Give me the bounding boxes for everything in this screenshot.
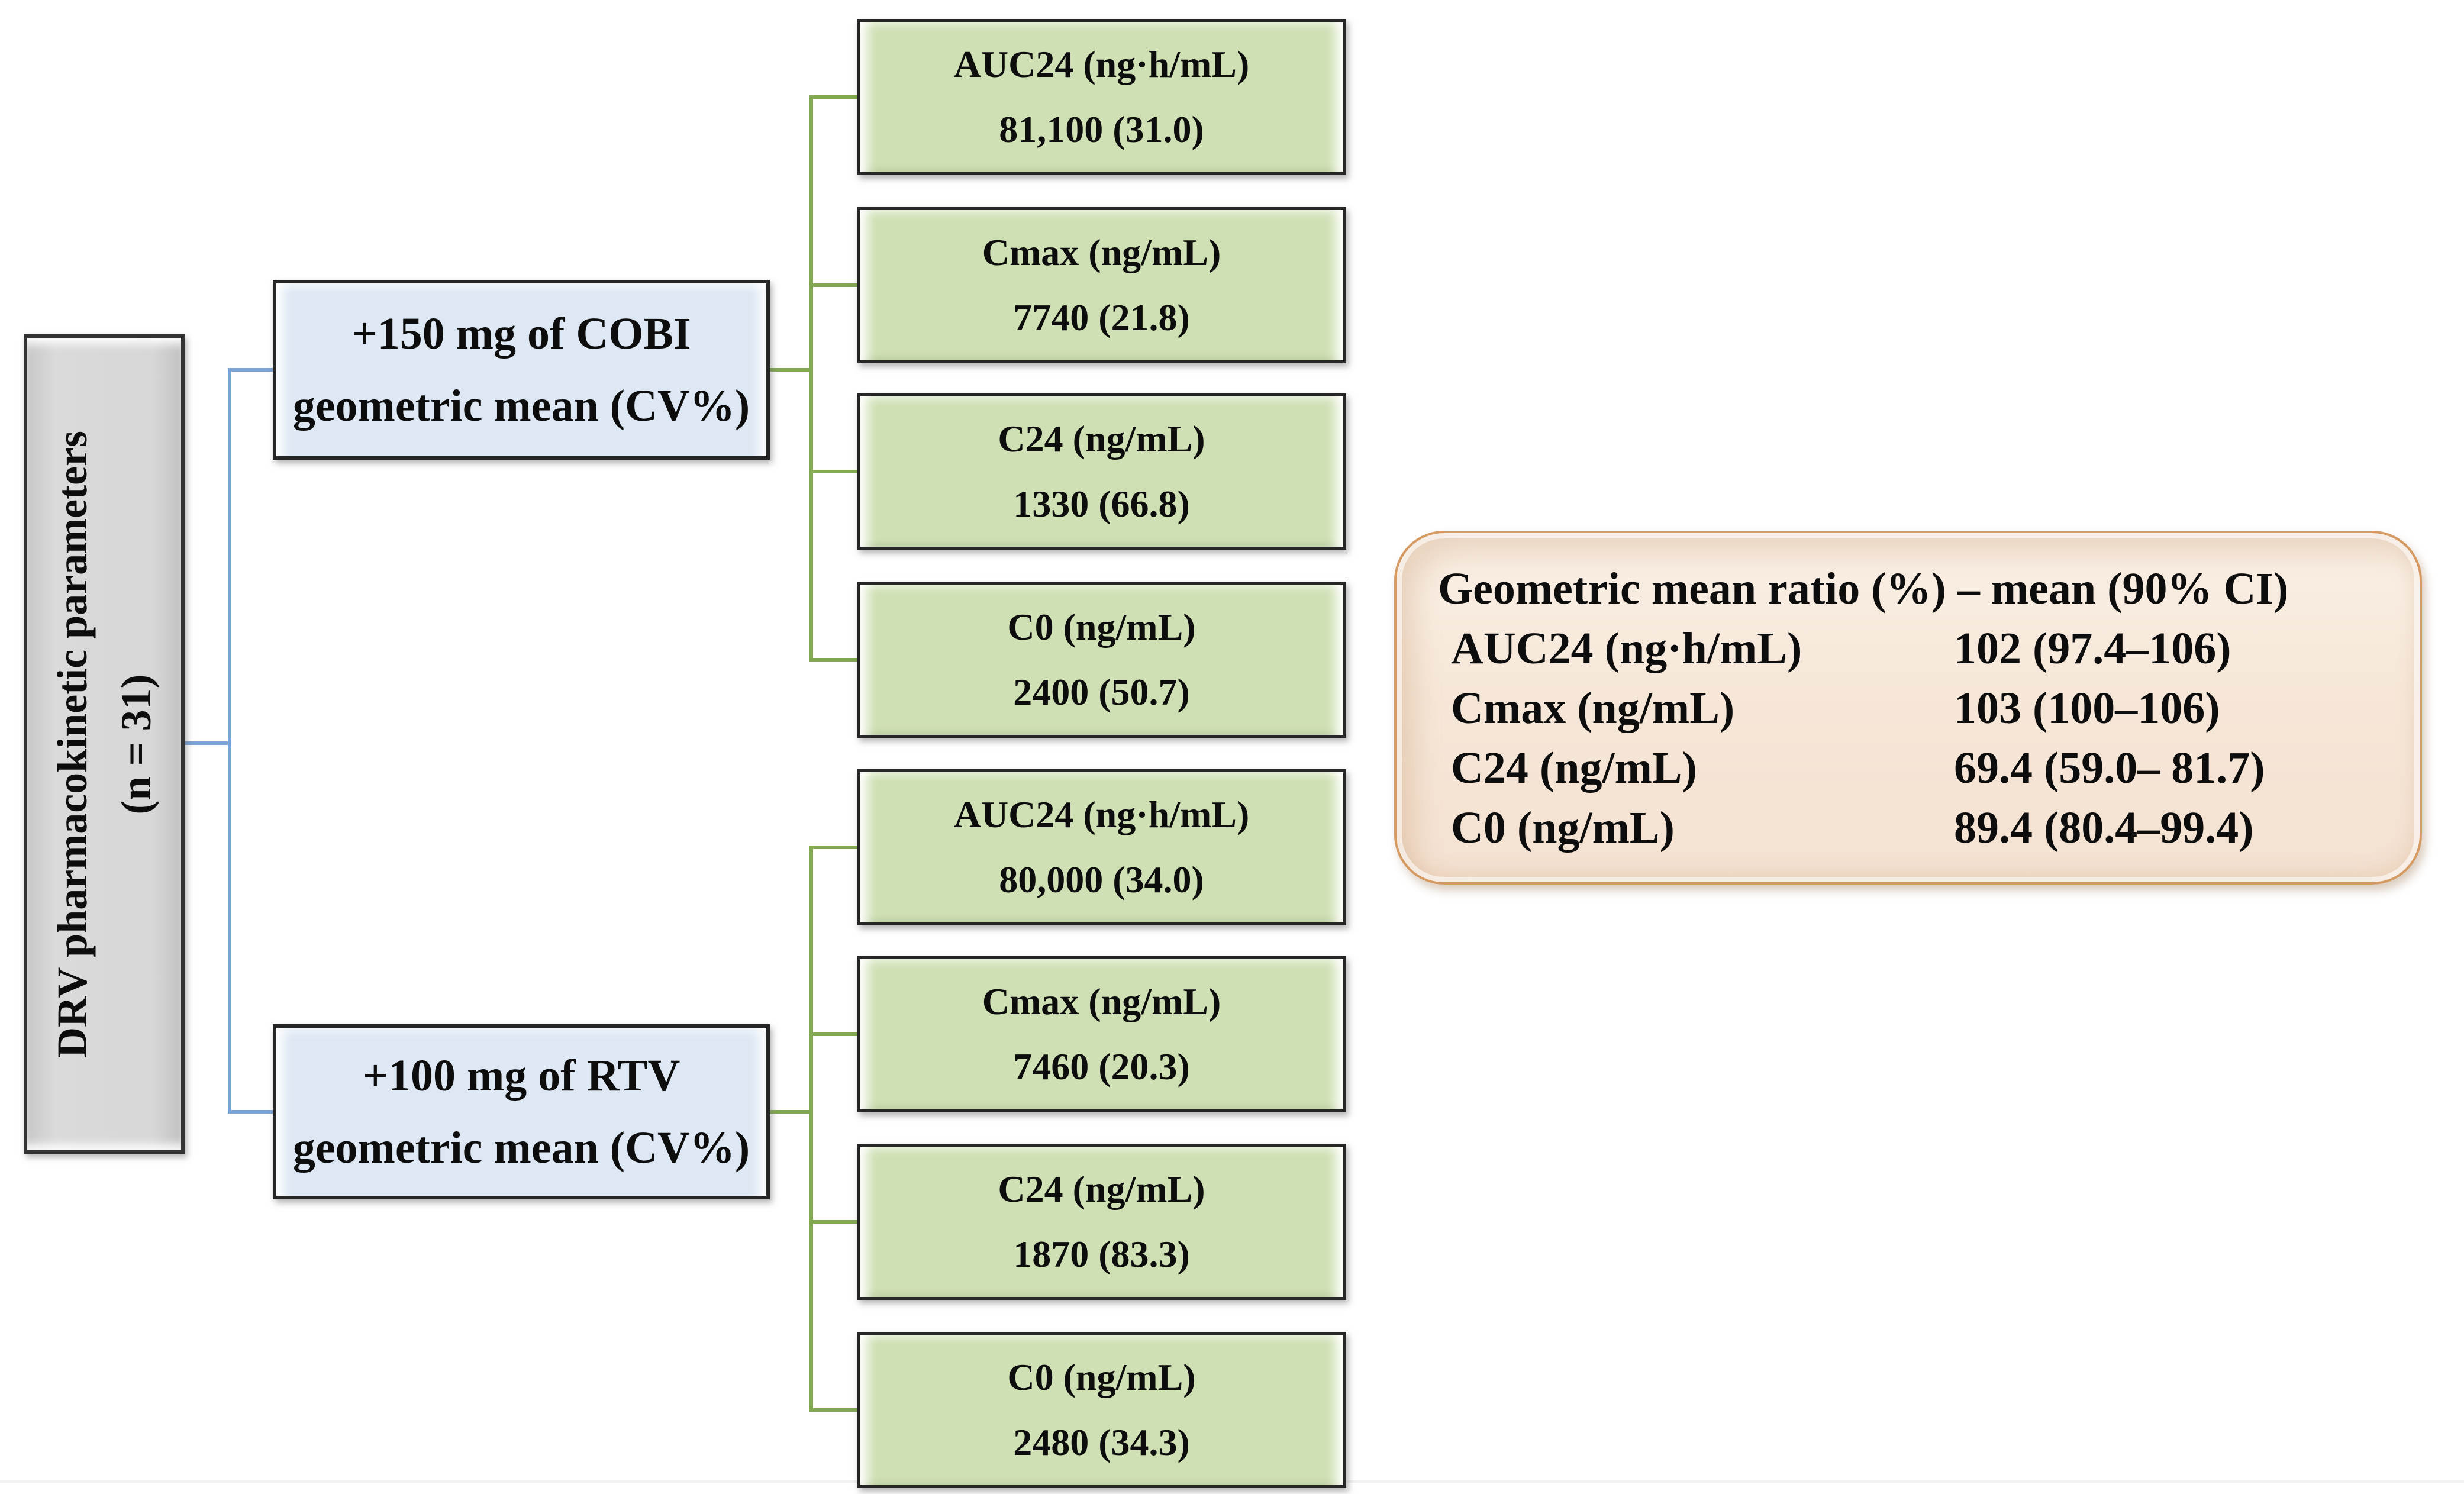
root-box-label: DRV pharmacokinetic parameters (n = 31) [24, 334, 185, 1154]
connector-green-spine-2 [809, 846, 813, 1412]
parameter-box: Cmax (ng/mL) 7460 (20.3) [857, 956, 1346, 1112]
ratio-panel-title: Geometric mean ratio (%) – mean (90% CI) [1438, 564, 2289, 614]
connector-branch-bottom [228, 1110, 273, 1114]
connector-branch2-feed [770, 1110, 811, 1114]
ratio-value: 102 (97.4–106) [1954, 624, 2231, 673]
parameter-box: C24 (ng/mL) 1330 (66.8) [857, 393, 1346, 550]
connector-param-stub [809, 846, 857, 849]
branch-box-rtv: +100 mg of RTV geometric mean (CV%) [273, 1024, 770, 1199]
ratio-row: AUC24 (ng·h/mL) 102 (97.4–106) [1438, 626, 2382, 671]
ratio-parameter: Cmax (ng/mL) [1451, 683, 1735, 733]
root-line2: (n = 31) [112, 673, 160, 815]
connector-branch1-feed [770, 368, 811, 372]
parameter-value: 1870 (83.3) [1013, 1233, 1190, 1275]
ratio-panel: Geometric mean ratio (%) – mean (90% CI)… [1394, 531, 2422, 885]
branch-label-line1: +100 mg of RTV [362, 1051, 680, 1101]
connector-root-stub [179, 741, 228, 745]
connector-param-stub [809, 658, 857, 662]
branch-label-line2: geometric mean (CV%) [292, 381, 750, 431]
parameter-value: 7460 (20.3) [1013, 1046, 1190, 1088]
parameter-box: AUC24 (ng·h/mL) 81,100 (31.0) [857, 19, 1346, 175]
parameter-box: AUC24 (ng·h/mL) 80,000 (34.0) [857, 769, 1346, 925]
connector-branch-top [228, 368, 273, 372]
parameter-name: Cmax (ng/mL) [982, 231, 1221, 273]
parameter-name: C24 (ng/mL) [998, 1168, 1205, 1210]
connector-param-stub [809, 283, 857, 287]
parameter-name: C0 (ng/mL) [1007, 606, 1196, 648]
connector-param-stub [809, 470, 857, 473]
ratio-row: Cmax (ng/mL) 103 (100–106) [1438, 686, 2382, 731]
connector-param-stub [809, 95, 857, 99]
connector-blue-spine [228, 368, 231, 1114]
ratio-parameter: AUC24 (ng·h/mL) [1451, 624, 1802, 673]
parameter-name: C24 (ng/mL) [998, 418, 1205, 460]
parameter-value: 80,000 (34.0) [999, 859, 1204, 901]
parameter-box: C24 (ng/mL) 1870 (83.3) [857, 1144, 1346, 1300]
parameter-box: C0 (ng/mL) 2480 (34.3) [857, 1332, 1346, 1488]
parameter-name: AUC24 (ng·h/mL) [953, 793, 1250, 835]
ratio-row: C24 (ng/mL) 69.4 (59.0– 81.7) [1438, 746, 2382, 790]
parameter-value: 7740 (21.8) [1013, 296, 1190, 338]
connector-param-stub [809, 1220, 857, 1224]
ratio-value: 103 (100–106) [1954, 683, 2220, 733]
ratio-value: 69.4 (59.0– 81.7) [1954, 743, 2265, 793]
ratio-parameter: C24 (ng/mL) [1451, 743, 1697, 793]
parameter-value: 2400 (50.7) [1013, 671, 1190, 713]
branch-label-line1: +150 mg of COBI [351, 309, 691, 359]
ratio-value: 89.4 (80.4–99.4) [1954, 803, 2254, 853]
parameter-box: C0 (ng/mL) 2400 (50.7) [857, 582, 1346, 738]
root-box: DRV pharmacokinetic parameters (n = 31) [24, 334, 185, 1154]
ratio-row: C0 (ng/mL) 89.4 (80.4–99.4) [1438, 805, 2382, 850]
branch-box-cobi: +150 mg of COBI geometric mean (CV%) [273, 280, 770, 460]
parameter-name: AUC24 (ng·h/mL) [953, 43, 1250, 85]
ratio-parameter: C0 (ng/mL) [1451, 803, 1675, 853]
parameter-value: 1330 (66.8) [1013, 483, 1190, 525]
parameter-value: 81,100 (31.0) [999, 108, 1204, 150]
connector-param-stub [809, 1032, 857, 1036]
parameter-box: Cmax (ng/mL) 7740 (21.8) [857, 207, 1346, 363]
parameter-name: Cmax (ng/mL) [982, 980, 1221, 1022]
connector-param-stub [809, 1408, 857, 1412]
parameter-name: C0 (ng/mL) [1007, 1356, 1196, 1398]
root-line1: DRV pharmacokinetic parameters [49, 430, 96, 1058]
parameter-value: 2480 (34.3) [1013, 1421, 1190, 1463]
branch-label-line2: geometric mean (CV%) [292, 1123, 750, 1173]
connector-green-spine-1 [809, 95, 813, 662]
